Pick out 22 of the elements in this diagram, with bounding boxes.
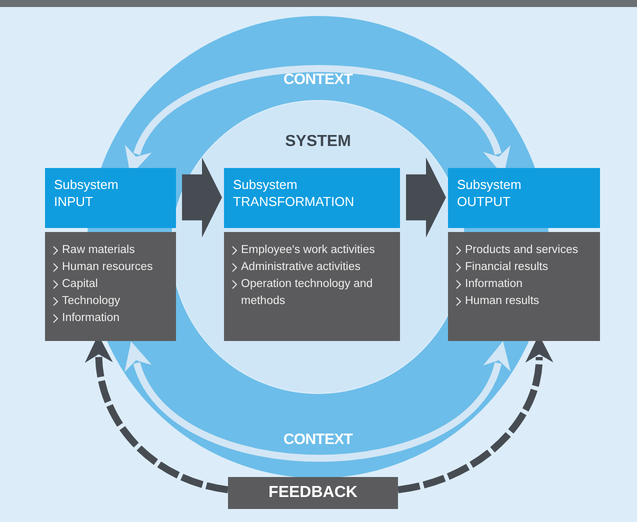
list-item: Capital — [62, 277, 98, 292]
subsystem-header: Subsystem INPUT — [45, 168, 176, 228]
feedback-box: FEEDBACK — [228, 477, 398, 509]
edge-label: CONTEXT — [283, 430, 353, 450]
context-arrow — [126, 342, 509, 462]
system-label: SYSTEM — [285, 132, 351, 152]
list-item: Products and services — [465, 243, 578, 258]
list-item: Human resources — [62, 260, 153, 275]
list-item: Employee's work activities — [241, 243, 375, 258]
list-item: Technology — [62, 294, 120, 309]
list-item: Raw materials — [62, 243, 135, 258]
list-item: Operation technology and methods — [241, 277, 374, 309]
list-item: Information — [62, 311, 120, 326]
list-item: Administrative activities — [241, 260, 361, 275]
list-item: Financial results — [465, 260, 548, 275]
list-item: Human results — [465, 294, 540, 309]
subsystem-header: Subsystem TRANSFORMATION — [224, 168, 400, 228]
chevron-arrow — [406, 157, 446, 238]
chevron-arrow — [182, 157, 222, 238]
list-item: Information — [465, 277, 523, 292]
edge-label: CONTEXT — [283, 70, 353, 90]
subsystem-header: Subsystem OUTPUT — [448, 168, 600, 228]
